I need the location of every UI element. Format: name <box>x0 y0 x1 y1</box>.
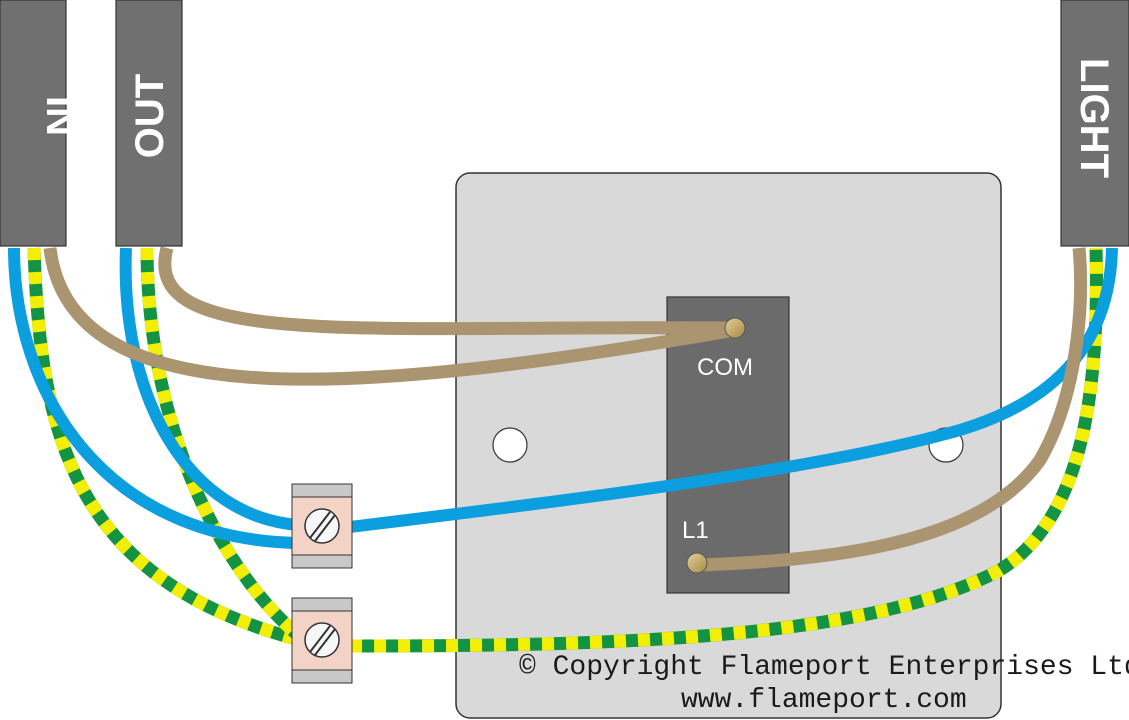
earth-connector-block <box>291 597 353 684</box>
switched-live-wire-light <box>699 247 1088 572</box>
cable-label-light: LIGHT <box>1072 58 1116 178</box>
earth-wire-light <box>349 247 1103 653</box>
neutral-wire-light <box>349 247 1118 533</box>
cable-sheath-in <box>0 0 67 247</box>
live-wire-out <box>158 246 736 336</box>
cable-label-in: IN <box>38 96 82 136</box>
com-label: COM <box>697 354 753 381</box>
copyright-url: www.flameport.com <box>681 685 967 716</box>
earth-wire-in <box>27 247 302 647</box>
copyright-line: © Copyright Flameport Enterprises Ltd <box>519 652 1129 683</box>
switch-mechanism <box>666 296 790 594</box>
cable-sheath-out <box>115 0 183 247</box>
cable-label-out: OUT <box>128 74 172 158</box>
live-wire-in <box>43 247 737 386</box>
com-terminal <box>724 317 746 339</box>
l1-terminal <box>686 552 708 574</box>
earth-wire-out <box>140 247 305 642</box>
l1-label: L1 <box>682 517 709 544</box>
neutral-wire-in <box>8 247 301 549</box>
neutral-wire-out <box>119 247 301 531</box>
cable-sheath-light <box>1060 0 1129 247</box>
fixing-hole-left <box>492 427 528 463</box>
neutral-connector-block <box>291 483 353 569</box>
